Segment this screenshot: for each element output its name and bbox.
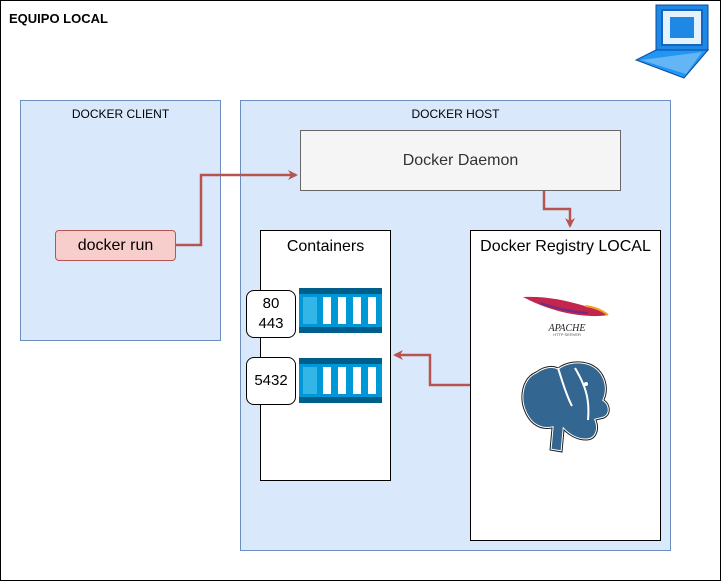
port-value: 80 [262, 295, 280, 312]
port-value: 443 [258, 315, 284, 332]
apache-logo-subtext: HTTP SERVER [553, 332, 581, 337]
containers-title: Containers [286, 238, 365, 255]
client-to-daemon-arrow [176, 170, 298, 247]
registry-to-containers-arrow [393, 350, 470, 387]
docker-client-panel [20, 100, 221, 341]
postgresql-logo [520, 360, 611, 454]
apache-logo-text: APACHE [547, 323, 585, 334]
containers-box [260, 230, 391, 481]
docker-client-title: DOCKER CLIENT [71, 107, 170, 121]
docker-run-command[interactable]: docker run [55, 230, 176, 261]
container-icon [299, 288, 382, 333]
docker-host-title: DOCKER HOST [411, 107, 500, 121]
laptop-icon [634, 4, 710, 79]
port-value: 5432 [254, 372, 288, 389]
container-ports-label: 80 443 [246, 290, 296, 338]
apache-logo: APACHE HTTP SERVER [523, 296, 609, 337]
daemon-to-registry-arrow [542, 191, 575, 228]
docker-daemon-box[interactable]: Docker Daemon [300, 130, 621, 191]
container-icon [299, 358, 382, 403]
equipo-local-title: EQUIPO LOCAL [9, 11, 108, 26]
registry-title: Docker Registry LOCAL [480, 238, 651, 255]
container-ports-label: 5432 [246, 357, 296, 405]
